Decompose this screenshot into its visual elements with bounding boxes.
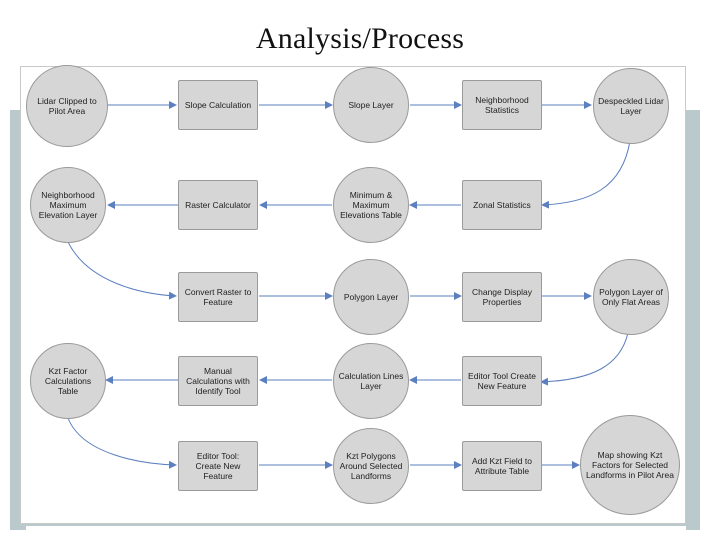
node-slope-layer: Slope Layer <box>333 67 409 143</box>
node-manual-calculations: Manual Calculations with Identify Tool <box>178 356 258 406</box>
node-polygon-layer: Polygon Layer <box>333 259 409 335</box>
decorative-right-band <box>686 110 700 530</box>
node-editor-tool-polygon: Editor Tool: Create New Feature <box>178 441 258 491</box>
arrow-polygon-flat-to-editor-line <box>540 332 629 386</box>
node-calculation-lines-layer: Calculation Lines Layer <box>333 343 409 419</box>
node-raster-calculator: Raster Calculator <box>178 180 258 230</box>
node-despeckled-lidar: Despeckled Lidar Layer <box>593 68 669 144</box>
node-polygon-flat-areas: Polygon Layer of Only Flat Areas <box>593 259 669 335</box>
arrow-despeckled-to-zonal-stats <box>541 140 631 209</box>
node-slope-calculation: Slope Calculation <box>178 80 258 130</box>
node-map-showing-kzt: Map showing Kzt Factors for Selected Lan… <box>580 415 680 515</box>
arrow-kzt-table-to-editor-poly <box>67 417 177 469</box>
node-kzt-factor-table: Kzt Factor Calculations Table <box>30 343 106 419</box>
node-zonal-statistics: Zonal Statistics <box>462 180 542 230</box>
node-neighborhood-statistics: Neighborhood Statistics <box>462 80 542 130</box>
node-lidar-clipped: Lidar Clipped to Pilot Area <box>26 65 108 147</box>
page-title: Analysis/Process <box>255 22 465 55</box>
node-kzt-polygons: Kzt Polygons Around Selected Landforms <box>333 428 409 504</box>
node-editor-tool-line: Editor Tool Create New Feature <box>462 356 542 406</box>
arrow-neighborhood-max-to-convert <box>67 241 177 300</box>
node-neighborhood-max-elevation: Neighborhood Maximum Elevation Layer <box>30 167 106 243</box>
node-add-kzt-field: Add Kzt Field to Attribute Table <box>462 441 542 491</box>
node-change-display-properties: Change Display Properties <box>462 272 542 322</box>
node-min-max-elevations-table: Minimum & Maximum Elevations Table <box>333 167 409 243</box>
node-convert-raster-to-feature: Convert Raster to Feature <box>178 272 258 322</box>
